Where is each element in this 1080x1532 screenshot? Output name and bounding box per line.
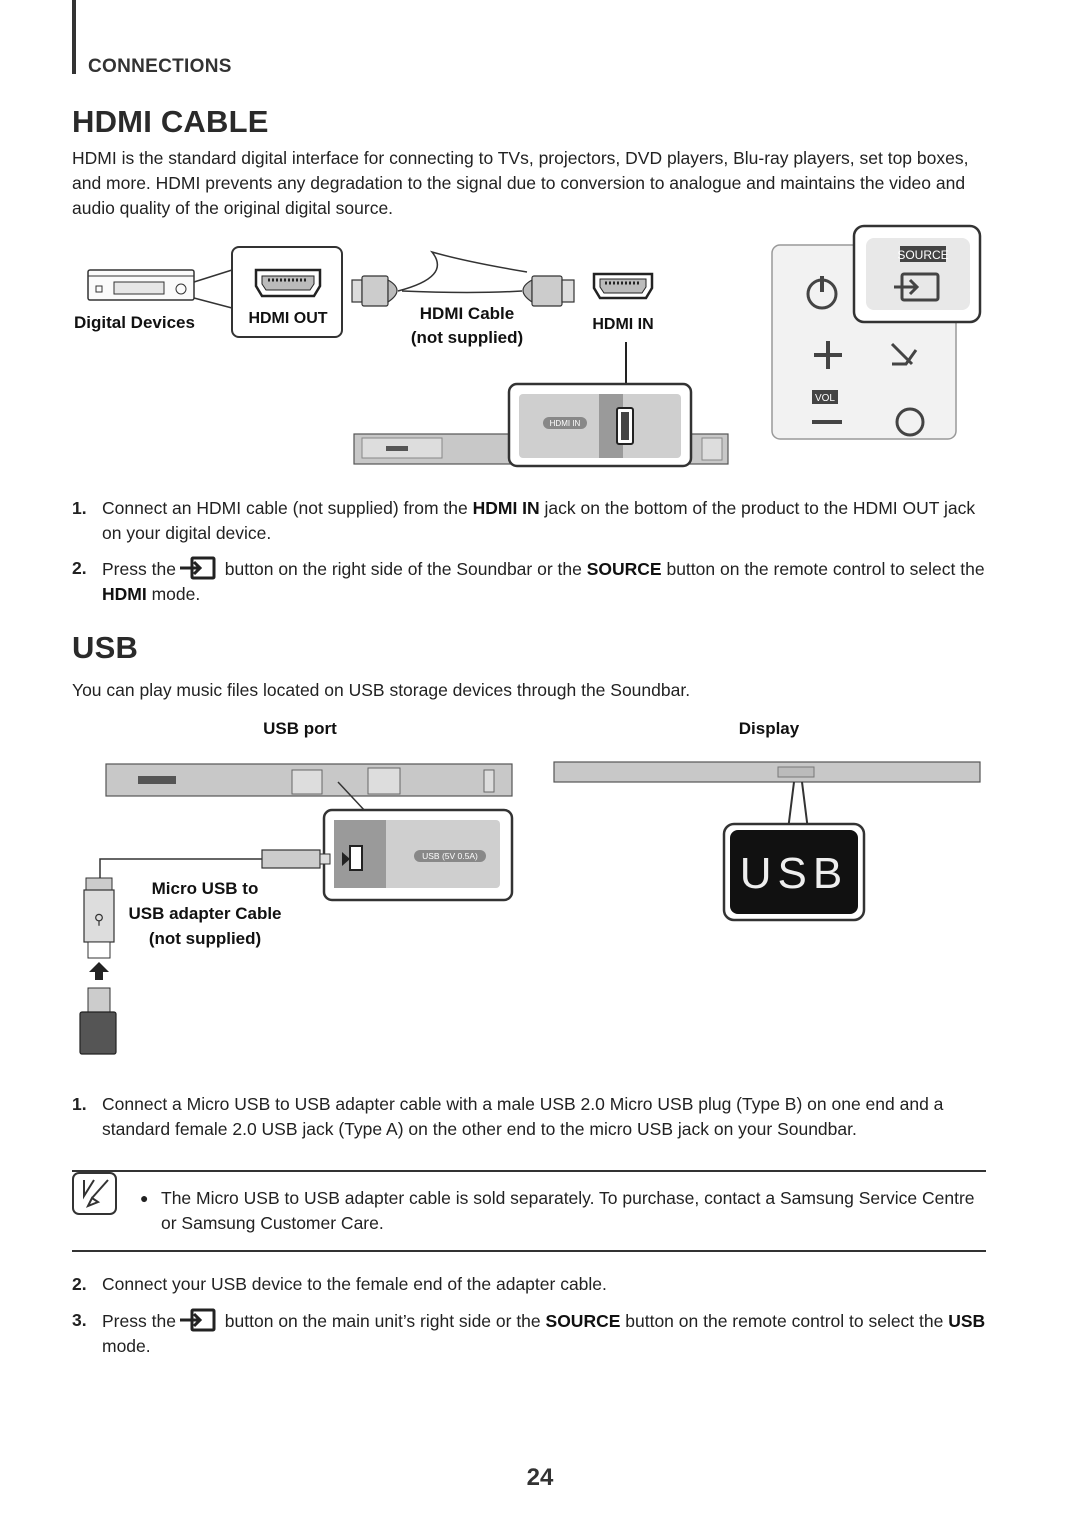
hdmi-connection-diagram: HDMI OUT Digital Devices HDMI Cable (not… [74,224,982,468]
micro-usb-label-1: Micro USB to [152,879,259,898]
page-number: 24 [526,1464,554,1491]
step-number: 2. [72,1274,87,1294]
micro-usb-label-3: (not supplied) [149,929,261,948]
hdmi-cable-label: HDMI Cable [420,304,514,323]
section-label: CONNECTIONS [88,56,232,77]
hdmi-out-callout [231,246,343,338]
step-number: 3. [72,1310,87,1330]
step-text: Connect a Micro USB to USB adapter cable… [102,1094,944,1139]
soundbar-front-icon [553,761,981,831]
micro-usb-label-2: USB adapter Cable [128,904,281,923]
hdmi-in-label: HDMI IN [592,316,653,333]
display-callout [722,822,866,922]
source-icon [179,1308,216,1332]
usb-step-3: 3. Press the button on the main unit’s r… [72,1308,986,1356]
usb-port-text: USB (5V 0.5A) [422,851,478,861]
hdmi-title: HDMI CABLE [72,104,269,139]
usb-step-1: 1. Connect a Micro USB to USB adapter ca… [72,1092,992,1142]
hdmi-in-port-label: HDMI IN [550,419,581,428]
source-icon [179,556,216,580]
hdmi-cable-note: (not supplied) [411,328,523,347]
digital-devices-label: Digital Devices [74,313,195,332]
hdmi-intro: HDMI is the standard digital interface f… [72,148,969,218]
display-text: USB [740,849,848,898]
bullet-icon: ● [140,1190,149,1206]
hdmi-in-callout [507,382,693,468]
note-text: The Micro USB to USB adapter cable is so… [161,1188,975,1233]
remote-source-label: SOURCE [897,248,948,262]
micro-usb-cable-icon: ⚲ [79,849,350,1055]
usb-title: USB [72,630,139,665]
note-top-rule [72,1170,986,1172]
usb-port-callout [322,808,514,902]
source-button-callout [852,224,982,324]
note-item: ● The Micro USB to USB adapter cable is … [140,1186,986,1236]
soundbar-bottom-icon [105,763,513,813]
note-bottom-rule [72,1250,986,1252]
dvd-player-icon [87,269,233,309]
usb-connection-diagram: USB port Display USB (5V 0.5A) ⚲ Micro U… [79,719,981,1055]
display-label: Display [739,719,800,738]
usb-port-label: USB port [263,719,337,738]
step-text: Connect your USB device to the female en… [102,1274,607,1294]
step-number: 1. [72,1094,87,1114]
note-pencil-icon [72,1172,117,1215]
hdmi-step-2: 2. Press the button on the right side of… [72,556,985,604]
section-divider [72,0,76,74]
usb-intro: You can play music files located on USB … [72,680,691,700]
svg-text:⚲: ⚲ [94,911,104,927]
hdmi-step-1: 1. Connect an HDMI cable (not supplied) … [72,498,976,543]
step-number: 1. [72,498,87,518]
hdmi-in-port-icon [592,272,654,300]
hdmi-out-label: HDMI OUT [248,310,327,327]
remote-vol-label: VOL [815,393,835,404]
step-number: 2. [72,558,87,578]
usb-step-2: 2. Connect your USB device to the female… [72,1272,992,1297]
hdmi-cable-icon [351,250,575,307]
